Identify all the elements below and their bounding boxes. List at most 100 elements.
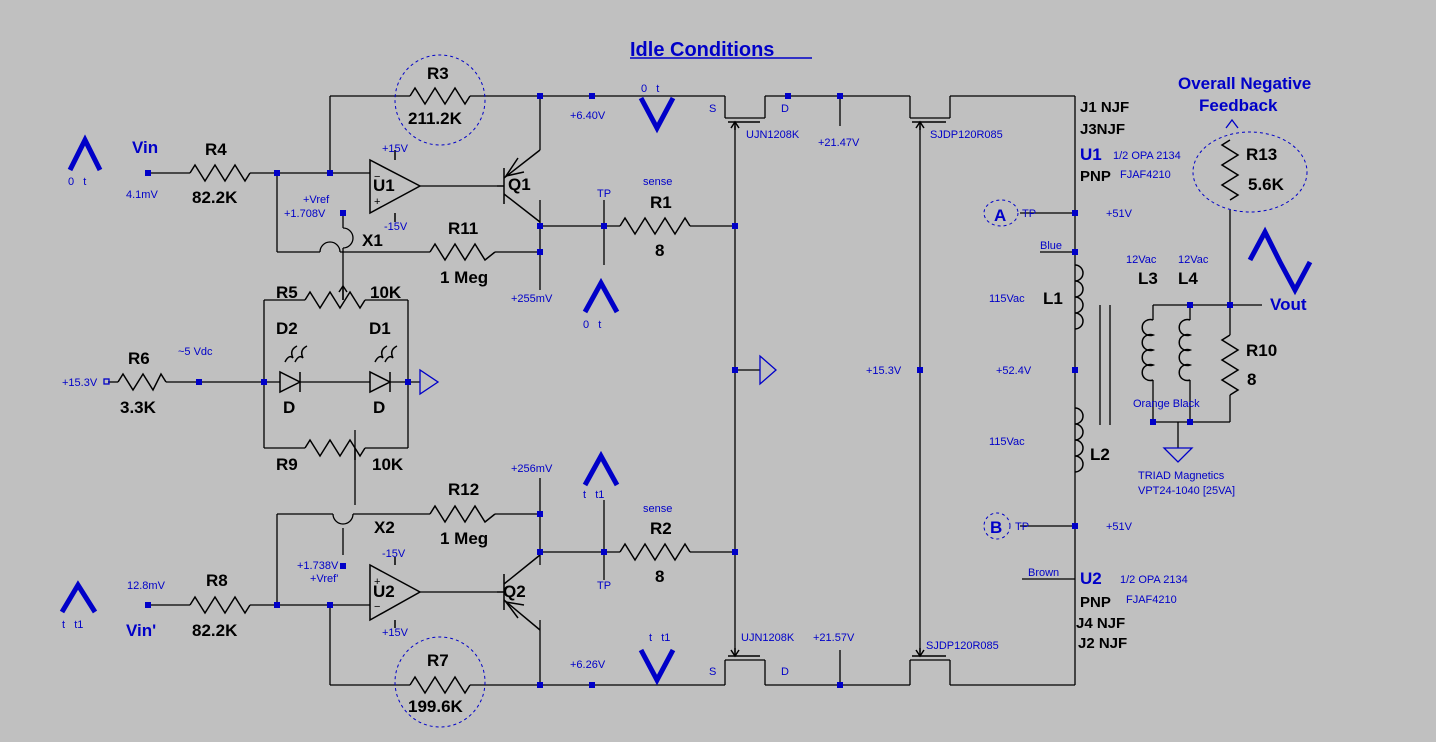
r9-value: 10K (372, 455, 404, 474)
j4-label: J4 NJF (1076, 615, 1125, 632)
l4-voltage: 12Vac (1178, 254, 1209, 266)
node-2157v: +21.57V (813, 632, 855, 644)
tp-q2: TP (597, 580, 611, 592)
d2-type: D (283, 398, 295, 417)
pnp1-label: PNP (1080, 168, 1111, 185)
resistor-r13[interactable] (1220, 139, 1240, 201)
l1-label: L1 (1043, 289, 1063, 308)
tp-q1: TP (597, 188, 611, 200)
node-51v-b: +51V (1106, 521, 1133, 533)
flag-diode-out (419, 368, 440, 396)
r9-name: R9 (276, 455, 298, 474)
u1-vminus: -15V (384, 221, 408, 233)
node-5vdc: ~5 Vdc (178, 346, 213, 358)
inductor-l4[interactable] (1178, 318, 1193, 382)
q1-name: Q1 (508, 175, 531, 194)
fet-top-source: S (709, 103, 716, 115)
r10-value: 8 (1247, 370, 1256, 389)
resistor-r5[interactable] (304, 284, 366, 310)
diode-d1[interactable] (369, 345, 398, 394)
waveform-q1-icon (582, 277, 620, 314)
inductor-l3[interactable] (1141, 318, 1156, 382)
transistor-q2[interactable] (497, 554, 541, 631)
u2-vref: +Vref' (310, 573, 338, 585)
j3-label: J3NJF (1080, 121, 1125, 138)
feedback-arrow-icon (1225, 118, 1239, 129)
x1-label: X1 (362, 231, 383, 250)
secondary-wire-colors: Orange Black (1133, 398, 1200, 410)
svg-text:−: − (374, 171, 380, 183)
inductor-l1[interactable] (1074, 264, 1084, 330)
svg-text:+: + (374, 196, 380, 208)
resistor-r6[interactable] (117, 372, 167, 392)
transistor-q1[interactable] (497, 149, 541, 223)
vin-voltage: 4.1mV (126, 189, 158, 201)
r2-name: R2 (650, 519, 672, 538)
fet-sjdp-top[interactable] (912, 120, 946, 130)
r6-name: R6 (128, 349, 150, 368)
r5-value: 10K (370, 283, 402, 302)
node-b-circle (983, 512, 1011, 540)
waveform-vin-icon (67, 134, 103, 172)
waveform-vout-icon (1247, 226, 1313, 296)
fet-sjdp-top-label: SJDP120R085 (930, 129, 1003, 141)
resistor-r2[interactable] (619, 542, 691, 562)
diode-d2[interactable] (279, 345, 308, 394)
diagram-title: Idle Conditions (630, 39, 774, 61)
fet-top-drain: D (781, 103, 789, 115)
tp-b: TP (1015, 521, 1029, 533)
l1-voltage: 115Vac (989, 293, 1025, 305)
d2-name: D2 (276, 319, 298, 338)
r13-value: 5.6K (1248, 175, 1285, 194)
pnp2-label: PNP (1080, 594, 1111, 611)
r1-note: sense (643, 176, 672, 188)
x2-label: X2 (374, 518, 395, 537)
vout-label: Vout (1270, 295, 1307, 314)
node-255mv: +255mV (511, 293, 553, 305)
r1-name: R1 (650, 193, 672, 212)
svg-text:+: + (374, 576, 380, 588)
tp-a: TP (1022, 208, 1036, 220)
resistor-r9[interactable] (304, 438, 366, 460)
resistor-r11[interactable] (429, 242, 496, 262)
waveform-top-icon (638, 96, 676, 134)
u2-vminus: -15V (382, 548, 406, 560)
r2-value: 8 (655, 567, 664, 586)
opamp-u1[interactable]: − + (369, 150, 422, 222)
resistor-r8[interactable] (189, 595, 251, 615)
wires-top (148, 95, 1076, 685)
resistor-r1[interactable] (619, 216, 691, 236)
fet-ujn-top[interactable] (728, 120, 760, 130)
resistor-r12[interactable] (429, 504, 496, 524)
fet-ujn-bottom[interactable] (728, 648, 760, 658)
r6-value: 3.3K (120, 398, 157, 417)
fet-sjdp-bottom[interactable] (912, 648, 946, 658)
feedback-label-line1: Overall Negative (1178, 74, 1311, 93)
waveform-vin-prime-icon (59, 580, 98, 614)
l2-voltage: 115Vac (989, 436, 1025, 448)
vin-label: Vin (132, 138, 158, 157)
resistor-r4[interactable] (189, 163, 251, 183)
wire-blue-label: Blue (1040, 240, 1062, 252)
node-a-circle (983, 199, 1019, 227)
fet-bottom-drain: D (781, 666, 789, 678)
resistor-r7[interactable] (409, 675, 471, 695)
r1-value: 8 (655, 241, 664, 260)
opamp-u2[interactable]: + − (369, 557, 422, 628)
port-15v (103, 378, 110, 385)
trace-bottom-label: t t1 (649, 632, 670, 644)
q2-name: Q2 (503, 582, 526, 601)
u1-right-label: U1 (1080, 145, 1102, 164)
resistor-r3[interactable] (409, 86, 471, 106)
r3-value: 211.2K (408, 109, 463, 128)
node-524v: +52.4V (996, 365, 1032, 377)
resistor-r10[interactable] (1220, 334, 1240, 396)
waveform-bottom-icon (638, 648, 676, 686)
node-2147v: +21.47V (818, 137, 860, 149)
d1-name: D1 (369, 319, 391, 338)
wire-brown-label: Brown (1028, 567, 1059, 579)
transformer-maker: TRIAD Magnetics (1138, 470, 1225, 482)
r12-value: 1 Meg (440, 529, 488, 548)
j2-label: J2 NJF (1078, 635, 1127, 652)
inductor-l2[interactable] (1074, 407, 1084, 473)
